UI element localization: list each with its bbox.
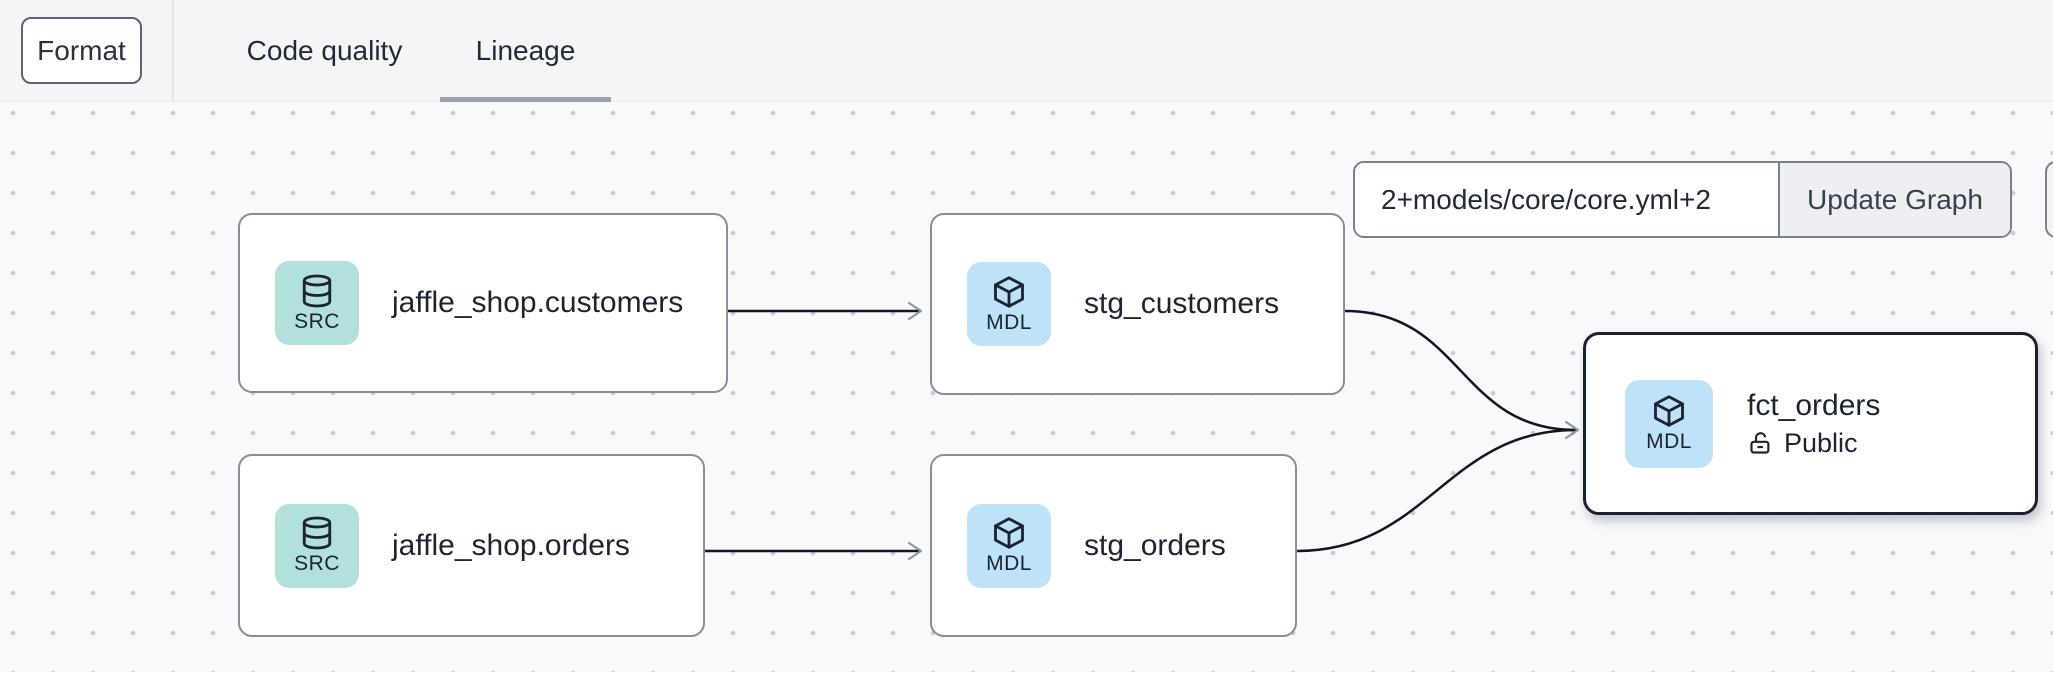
node-label: stg_customers: [1084, 287, 1280, 320]
lineage-selector-input[interactable]: [1355, 163, 1778, 236]
node-fct-orders-selected[interactable]: MDL fct_orders Public: [1583, 332, 2038, 515]
node-source-customers[interactable]: SRC jaffle_shop.customers: [238, 213, 728, 393]
node-stg-customers[interactable]: MDL stg_customers: [930, 213, 1345, 395]
node-label: jaffle_shop.orders: [392, 528, 630, 562]
cube-icon: [1654, 395, 1684, 427]
node-type-badge: SRC: [294, 309, 340, 333]
format-button[interactable]: Format: [21, 17, 142, 84]
model-badge: MDL: [967, 262, 1051, 346]
canvas-bottom-strip: [0, 672, 2053, 680]
unlock-icon: [1750, 431, 1770, 454]
node-stg-orders[interactable]: MDL stg_orders: [930, 454, 1297, 637]
node-type-badge: MDL: [986, 310, 1032, 334]
cube-icon: [994, 517, 1024, 549]
node-label: jaffle_shop.customers: [392, 286, 684, 319]
update-graph-button[interactable]: Update Graph: [1778, 163, 2010, 236]
editor-toolbar: Format Code quality Lineage: [0, 0, 2053, 102]
access-row: Public: [1747, 428, 1880, 459]
tab-code-quality[interactable]: Code quality: [246, 35, 403, 66]
node-source-orders[interactable]: SRC jaffle_shop.orders: [238, 454, 705, 637]
node-label: fct_orders: [1747, 388, 1881, 422]
active-tab-underline: [440, 97, 611, 102]
node-type-badge: MDL: [1646, 430, 1692, 453]
toolbar-divider: [172, 0, 174, 102]
node-type-badge: MDL: [986, 552, 1032, 575]
lineage-selector-group: Update Graph: [1353, 161, 2012, 238]
model-badge: MDL: [967, 503, 1051, 588]
clipped-toolbar-button[interactable]: [2045, 161, 2053, 238]
source-badge: SRC: [275, 261, 359, 345]
node-label: stg_orders: [1084, 528, 1226, 562]
access-label: Public: [1784, 427, 1858, 458]
tab-lineage[interactable]: Lineage: [475, 35, 576, 66]
cube-icon: [994, 275, 1024, 308]
database-icon: [302, 274, 332, 307]
model-badge: MDL: [1625, 379, 1713, 468]
database-icon: [302, 516, 332, 550]
source-badge: SRC: [275, 503, 359, 588]
node-type-badge: SRC: [294, 552, 340, 575]
